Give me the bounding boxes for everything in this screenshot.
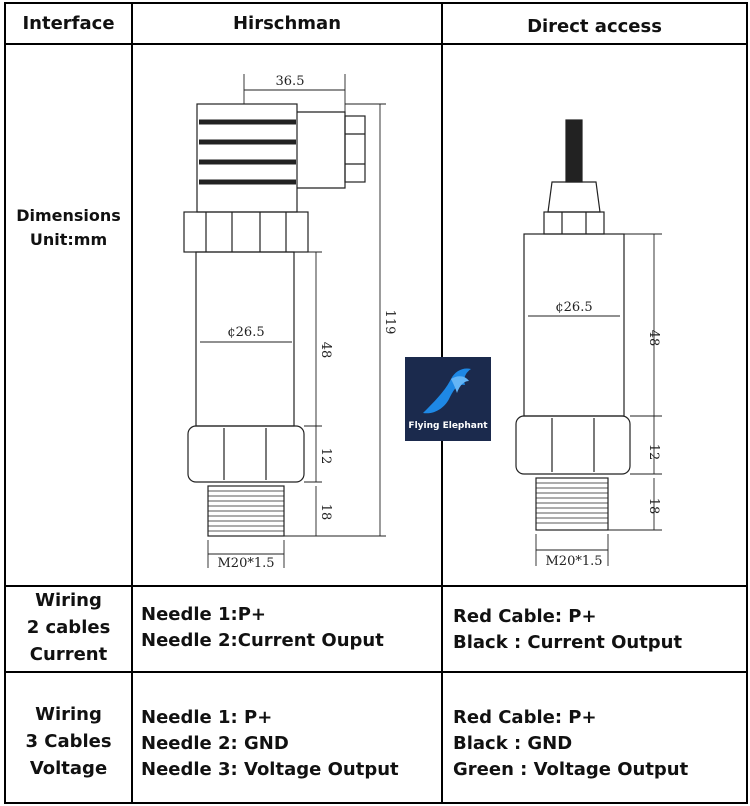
wiring-3-direct: Red Cable: P+ Black : GND Green : Voltag… <box>453 707 689 780</box>
border-left <box>4 2 6 804</box>
col-divider-1 <box>131 2 133 804</box>
wiring-2-hirschman: Needle 1:P+ Needle 2:Current Ouput <box>141 604 384 651</box>
dimensions-label: Dimensions Unit:mm <box>16 206 121 249</box>
border-top <box>4 2 748 4</box>
header-direct-access: Direct access <box>527 16 662 37</box>
flying-elephant-logo: Flying Elephant <box>405 357 491 441</box>
border-bottom <box>4 802 748 804</box>
header-interface: Interface <box>22 13 115 34</box>
wiring-2-label: Wiring 2 cables Current <box>26 590 111 665</box>
row-divider-2 <box>4 585 748 587</box>
logo-text: Flying Elephant <box>408 421 488 431</box>
elephant-icon <box>423 368 471 414</box>
wiring-3-hirschman: Needle 1: P+ Needle 2: GND Needle 3: Vol… <box>141 707 399 780</box>
wiring-2-direct: Red Cable: P+ Black : Current Output <box>453 606 683 653</box>
row-divider-1 <box>4 43 748 45</box>
spec-table: Interface Hirschman Direct access Dimens… <box>4 2 748 804</box>
header-hirschman: Hirschman <box>232 13 342 34</box>
border-right <box>746 2 748 804</box>
wiring-3-label: Wiring 3 Cables Voltage <box>25 704 112 779</box>
row-divider-3 <box>4 671 748 673</box>
